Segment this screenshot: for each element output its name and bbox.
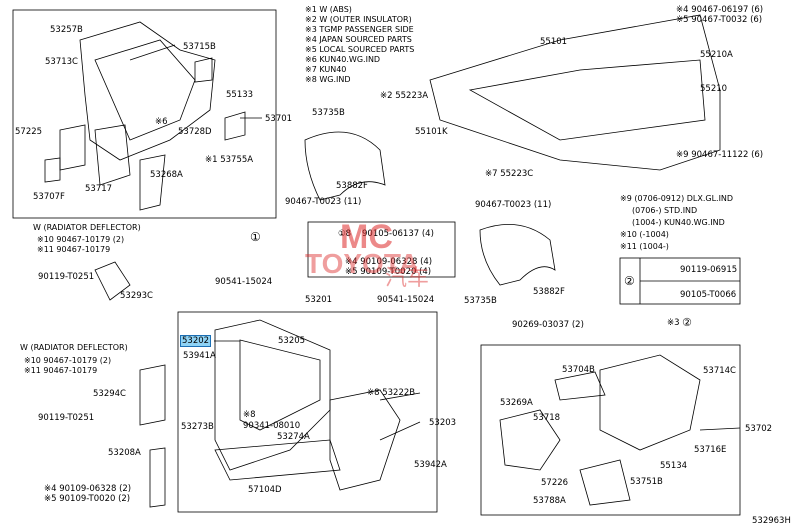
part-label[interactable]: ※4 90109-06328 (2): [44, 484, 132, 494]
liner-drawing: [304, 131, 386, 201]
callout-circle: ②: [682, 316, 692, 329]
part-label[interactable]: 53208A: [108, 448, 141, 458]
part-label[interactable]: 90541-15024: [377, 295, 435, 305]
footnote-3: ※3 TGMP PASSENGER SIDE: [305, 25, 414, 34]
clip-table-row[interactable]: 90119-06915: [680, 265, 738, 275]
part-label[interactable]: 53718: [533, 413, 561, 423]
part-label[interactable]: 53716E: [694, 445, 727, 455]
part-label[interactable]: 53205: [278, 336, 306, 346]
part-label[interactable]: 53203: [429, 418, 457, 428]
part-label[interactable]: 53882F: [533, 287, 565, 297]
footnote-4: ※4 JAPAN SOURCED PARTS: [305, 35, 412, 44]
part-label[interactable]: 90341-08010: [243, 421, 301, 431]
detail-item[interactable]: ※5 90109-T0020 (4): [345, 267, 432, 277]
part-label[interactable]: 55101: [540, 37, 568, 47]
part-label: ※3: [667, 318, 680, 328]
part-label[interactable]: 53713C: [45, 57, 78, 67]
part-label[interactable]: 53882F: [336, 181, 368, 191]
part-label[interactable]: 53941A: [183, 351, 216, 361]
detail-mark: ①8: [338, 229, 352, 239]
note-line: ※9 (0706-0912) DLX.GL.IND: [620, 194, 734, 203]
part-label[interactable]: 53788A: [533, 496, 566, 506]
part-label[interactable]: 57104D: [248, 485, 282, 495]
footnote-8: ※8 WG.IND: [305, 75, 351, 84]
detail-box-frame: [307, 221, 456, 278]
deflector-item[interactable]: ※10 90467-10179 (2): [37, 235, 125, 244]
part-label: ※8: [243, 410, 256, 420]
part-label[interactable]: 53268A: [150, 170, 183, 180]
part-label[interactable]: 55210A: [700, 50, 733, 60]
part-label[interactable]: ※2 55223A: [380, 91, 429, 101]
right-box-frame: [480, 344, 741, 516]
part-label[interactable]: 55133: [226, 90, 254, 100]
part-label[interactable]: 90467-T0023 (11): [285, 197, 362, 207]
deflector-item[interactable]: ※11 90467-10179: [37, 245, 111, 254]
detail-item[interactable]: ※4 90109-06328 (4): [345, 257, 433, 267]
apron-box-frame: [12, 9, 277, 219]
part-label[interactable]: 53735B: [312, 108, 345, 118]
diagram-id: 532963H: [752, 516, 791, 526]
apron-part-drawing: [79, 21, 216, 161]
part-label[interactable]: ※8 53222B: [367, 388, 416, 398]
part-label[interactable]: 90119-T0251: [38, 413, 95, 423]
part-label[interactable]: 55134: [660, 461, 688, 471]
callout-circle: ①: [250, 230, 261, 244]
part-label[interactable]: 53715B: [183, 42, 216, 52]
footnote-1: ※1 W (ABS): [305, 5, 352, 14]
footnote-7: ※7 KUN40: [305, 65, 347, 74]
part-label[interactable]: 53702: [745, 424, 773, 434]
footnote-2: ※2 W (OUTER INSULATOR): [305, 15, 412, 24]
part-label[interactable]: 53293C: [120, 291, 153, 301]
footnote-5: ※5 LOCAL SOURCED PARTS: [305, 45, 415, 54]
part-label[interactable]: 53257B: [50, 25, 83, 35]
part-label[interactable]: 53707F: [33, 192, 65, 202]
part-label[interactable]: 53701: [265, 114, 293, 124]
part-label[interactable]: 53201: [305, 295, 333, 305]
deflector-title: W (RADIATOR DEFLECTOR): [33, 223, 141, 232]
cowl-drawing: [429, 14, 721, 171]
part-label[interactable]: ※4 90467-06197 (6): [676, 5, 764, 15]
center-box-frame: [177, 311, 438, 513]
part-label[interactable]: 53704B: [562, 365, 595, 375]
part-label[interactable]: 53728D: [178, 127, 212, 137]
part-label[interactable]: 90269-03037 (2): [512, 320, 584, 330]
deflector-title: W (RADIATOR DEFLECTOR): [20, 343, 128, 352]
part-label[interactable]: 53735B: [464, 296, 497, 306]
part-label[interactable]: 53717: [85, 184, 113, 194]
part-label[interactable]: 57226: [541, 478, 569, 488]
part-label[interactable]: 57225: [15, 127, 43, 137]
support-drawing: [214, 319, 331, 471]
clip-table-circle: ②: [624, 274, 635, 288]
note-line: (1004-) KUN40.WG.IND: [632, 218, 725, 227]
part-label[interactable]: 53942A: [414, 460, 447, 470]
part-label[interactable]: 53714C: [703, 366, 736, 376]
note-line: ※11 (1004-): [620, 242, 669, 251]
part-label: ※6: [155, 117, 168, 127]
note-line: (0706-) STD.IND: [632, 206, 698, 215]
part-label[interactable]: 90541-15024: [215, 277, 273, 287]
part-label[interactable]: 53751B: [630, 477, 663, 487]
footnote-6: ※6 KUN40.WG.IND: [305, 55, 381, 64]
part-label[interactable]: 55101K: [415, 127, 448, 137]
part-label[interactable]: ※9 90467-11122 (6): [676, 150, 764, 160]
part-label[interactable]: 90119-T0251: [38, 272, 95, 282]
part-label[interactable]: ※5 90467-T0032 (6): [676, 15, 763, 25]
detail-partial[interactable]: 90105-06137 (4): [362, 229, 434, 239]
deflector-item[interactable]: ※11 90467-10179: [24, 366, 98, 375]
part-label[interactable]: 53273B: [181, 422, 214, 432]
part-label[interactable]: 53274A: [277, 432, 310, 442]
part-label[interactable]: ※5 90109-T0020 (2): [44, 494, 131, 504]
part-label[interactable]: 90467-T0023 (11): [475, 200, 552, 210]
clip-table-row[interactable]: 90105-T0066: [680, 290, 737, 300]
part-label[interactable]: 53294C: [93, 389, 126, 399]
highlighted-part-label[interactable]: 53202: [179, 335, 212, 347]
note-line: ※10 (-1004): [620, 230, 669, 239]
deflector-item[interactable]: ※10 90467-10179 (2): [24, 356, 112, 365]
part-label[interactable]: 53269A: [500, 398, 533, 408]
part-label[interactable]: 55210: [700, 84, 728, 94]
part-label[interactable]: ※1 53755A: [205, 155, 254, 165]
part-label[interactable]: ※7 55223C: [485, 169, 534, 179]
